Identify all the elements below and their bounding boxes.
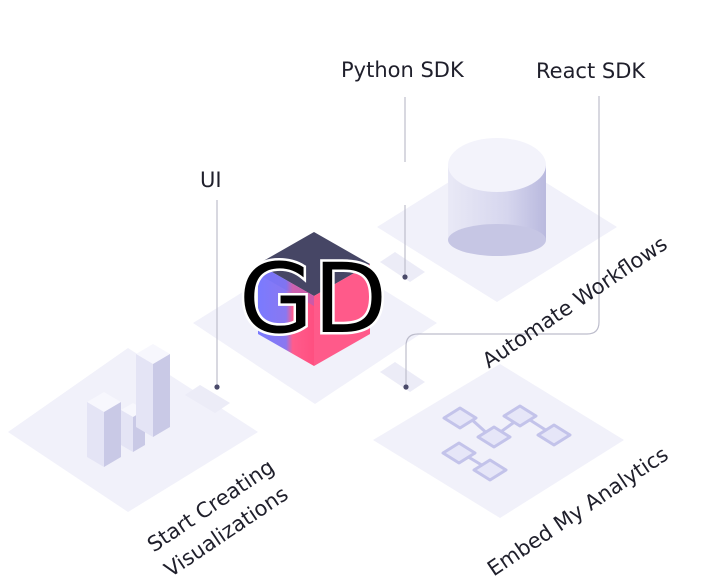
connector-strip-embed (380, 362, 425, 392)
connector-strip-viz (185, 385, 230, 413)
dot-ui (214, 384, 220, 390)
label-react-sdk: React SDK (536, 59, 646, 83)
bar-chart-icon (87, 344, 170, 467)
gd-logo-text: GD (239, 243, 387, 355)
dot-react-sdk (403, 384, 409, 390)
diagram-graphics: GD (8, 96, 624, 518)
diagram-canvas: GD Python SDK React SDK UI Automate Work… (8, 58, 673, 582)
dot-python-sdk (402, 274, 408, 280)
label-ui: UI (200, 168, 222, 192)
connector-strip-workflow (380, 252, 425, 282)
database-cylinder-icon (448, 138, 546, 256)
leader-lines (216, 96, 600, 386)
leader-react-sdk (405, 96, 600, 386)
embed-node-graph-icon (441, 404, 572, 482)
gd-cube-logo: GD (236, 232, 390, 366)
label-python-sdk: Python SDK (341, 58, 464, 82)
